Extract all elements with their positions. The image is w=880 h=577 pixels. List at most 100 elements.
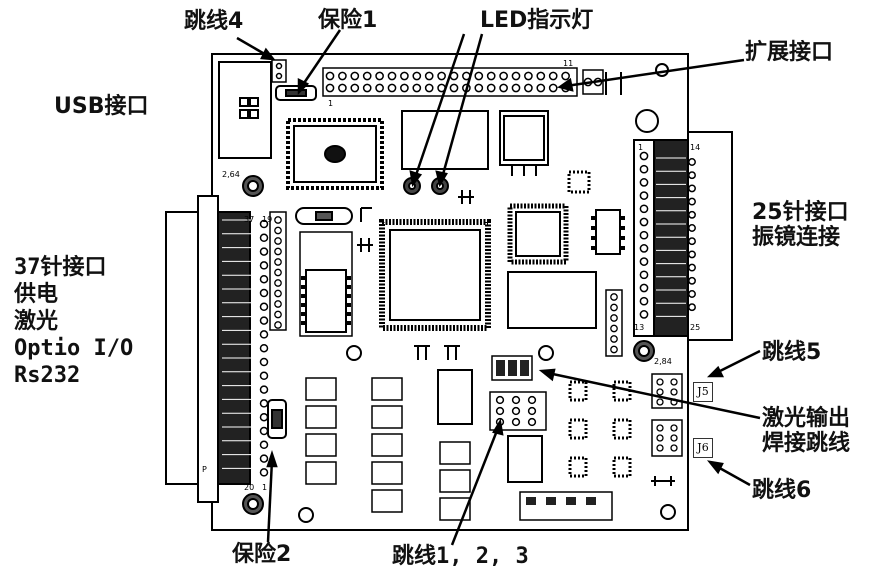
dip-pin — [301, 294, 306, 298]
pin37-pad — [259, 233, 269, 243]
jumper-pin — [527, 417, 537, 427]
strip-pad — [274, 321, 282, 329]
label-37-pin-line3: 激光 — [14, 309, 59, 334]
dip-chip-left — [305, 269, 347, 333]
pin25-pad — [688, 276, 696, 285]
header-pin — [511, 83, 521, 93]
header-pin — [424, 83, 434, 93]
connector-25-pin — [633, 131, 733, 341]
pin37-pad — [259, 330, 269, 339]
header-pin — [536, 83, 546, 93]
header-pin-11-label: 11 — [563, 59, 573, 68]
pin25-pad — [688, 158, 696, 166]
dip-right-pins — [591, 216, 625, 250]
dip-pin — [591, 236, 596, 240]
strip-pad — [274, 226, 282, 235]
jumper-pin — [656, 444, 664, 452]
dip-pin — [301, 285, 306, 289]
soic — [612, 456, 632, 478]
voltage-regulator — [499, 110, 549, 176]
pin-strip-left-pins — [274, 216, 282, 329]
dip-pin — [346, 294, 351, 298]
qfp-chip-logo — [286, 118, 384, 190]
label-37-pin-line5: Rs232 — [14, 363, 81, 388]
bottom-pin — [586, 497, 596, 505]
header-pin — [400, 83, 409, 93]
label-37-pin: 37针接口 供电 激光 Optio I/O Rs232 — [14, 254, 133, 389]
jumper-pin — [670, 388, 678, 396]
component-rect-top — [401, 110, 489, 170]
jumpers-1-2-3-pins — [495, 395, 537, 427]
label-expansion: 扩展接口 — [745, 40, 834, 65]
pin25-label-1: 1 — [638, 143, 643, 152]
label-fuse-1: 保险1 — [318, 8, 378, 33]
header-pin — [350, 83, 360, 93]
label-usb: USB接口 — [54, 94, 149, 119]
pin37-label-20: 20 — [244, 483, 254, 492]
header-pin — [548, 83, 558, 93]
header-pin — [424, 71, 434, 81]
pin25-pad — [688, 197, 696, 206]
pad — [371, 405, 403, 429]
j6-tag: J6 — [693, 438, 713, 458]
pin25-pad — [639, 283, 649, 293]
pin37-pad — [259, 412, 269, 422]
header-pin — [387, 71, 397, 81]
strip-pad — [274, 247, 282, 256]
pin25-pad — [688, 210, 696, 219]
pin25-pad — [639, 204, 649, 214]
strip-pad — [610, 293, 618, 301]
jumper-cap — [496, 360, 505, 376]
dip-chip-bottom — [507, 435, 543, 483]
header-pin — [536, 71, 546, 81]
pads-right-column — [439, 441, 471, 521]
connector-25-pins — [639, 151, 696, 319]
header-pin — [524, 83, 533, 93]
header-pin — [486, 83, 496, 93]
pad — [371, 433, 403, 457]
dip-pin — [591, 226, 596, 230]
pin37-label-1: 1 — [262, 483, 267, 492]
label-25-pin-line2: 振镜连接 — [752, 225, 841, 250]
label-laser-output-line1: 激光输出 — [762, 406, 851, 431]
memory-chip — [507, 271, 597, 329]
header-pin — [350, 71, 360, 81]
jumper-pin — [511, 406, 521, 416]
jumper-pin — [656, 424, 664, 432]
pin37-pad — [259, 399, 269, 408]
strip-pad — [274, 310, 282, 319]
header-pin — [338, 71, 347, 81]
pin25-pad — [639, 217, 649, 227]
pad — [371, 489, 403, 513]
pin25-pad — [688, 224, 696, 232]
central-processor-chip — [379, 219, 491, 331]
dip-left-pins — [301, 276, 351, 325]
jumper-pin — [670, 444, 678, 452]
dip-pin — [591, 216, 596, 220]
pad — [305, 405, 337, 429]
pin37-pad — [259, 247, 269, 256]
label-37-pin-line2: 供电 — [14, 282, 59, 307]
header-pin — [325, 83, 335, 93]
strip-pad — [610, 324, 618, 333]
pin37-pad — [259, 468, 269, 477]
pad — [305, 377, 337, 401]
bottom-connector — [519, 491, 613, 521]
jumper-pin — [527, 395, 537, 405]
pad — [371, 461, 403, 485]
laser-output-jumper-pins — [496, 360, 529, 376]
header-pin — [437, 71, 446, 81]
pin25-label-13: 13 — [634, 323, 644, 332]
mounting-holes — [242, 63, 676, 523]
bottom-pin — [546, 497, 556, 505]
small-qfp-chip — [507, 203, 569, 265]
header-pin — [474, 83, 484, 93]
pin25-pad — [688, 250, 696, 259]
header-pin — [325, 71, 335, 81]
dip-pin — [346, 303, 351, 307]
header-pin — [449, 83, 459, 93]
strip-pad — [274, 279, 282, 287]
socket-outline — [299, 231, 353, 337]
connector-37-pins — [222, 219, 269, 477]
